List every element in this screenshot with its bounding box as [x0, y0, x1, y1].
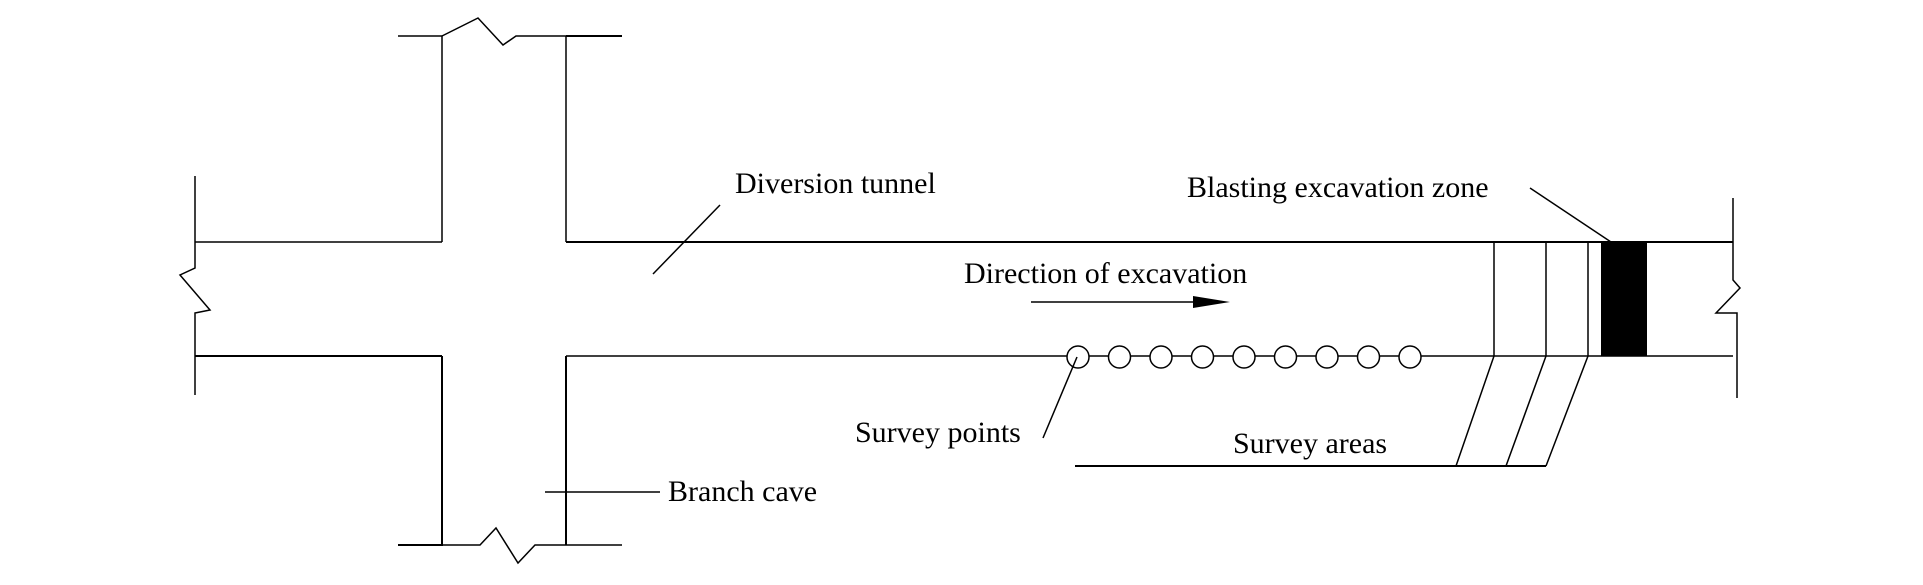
tunnel-left-end	[178, 176, 442, 395]
blasting-zone-leader	[1529, 187, 1615, 245]
survey-band-1	[1455, 242, 1495, 467]
survey-band-3	[1545, 242, 1589, 467]
tunnel-right-end	[1714, 198, 1742, 398]
tunnel-left-break-symbol	[178, 176, 212, 395]
branch-cave-lower-break-line	[442, 526, 622, 565]
survey-points-label: Survey points	[855, 416, 1021, 449]
survey-point	[1190, 345, 1215, 369]
branch-cave-upper-left-wall	[398, 35, 443, 242]
branch-cave-lower-left-wall	[398, 356, 443, 546]
branch-cave-upper-break-line	[441, 17, 567, 242]
blasting-excavation-zone	[1601, 242, 1647, 356]
survey-point	[1356, 345, 1381, 369]
tunnel-right-break-symbol	[1714, 198, 1742, 398]
direction-arrow-head	[1193, 296, 1230, 308]
diversion-tunnel-leader	[652, 204, 721, 275]
survey-point	[1232, 345, 1256, 369]
survey-points	[1066, 345, 1422, 369]
survey-points-leader	[1042, 356, 1078, 439]
blasting-zone-label: Blasting excavation zone	[1187, 171, 1489, 204]
survey-point	[1398, 345, 1422, 369]
survey-band-2	[1505, 242, 1547, 467]
branch-cave	[398, 17, 622, 565]
branch-cave-label: Branch cave	[668, 475, 817, 508]
survey-point	[1107, 345, 1132, 369]
survey-areas-label: Survey areas	[1233, 427, 1387, 460]
survey-point	[1273, 345, 1298, 369]
survey-point	[1149, 345, 1173, 369]
direction-arrow	[1031, 296, 1230, 308]
diversion-tunnel-label: Diversion tunnel	[735, 167, 936, 200]
survey-point	[1066, 345, 1090, 369]
direction-of-excavation-label: Direction of excavation	[964, 257, 1247, 290]
survey-area-bands	[1075, 242, 1589, 467]
survey-point	[1315, 345, 1339, 369]
